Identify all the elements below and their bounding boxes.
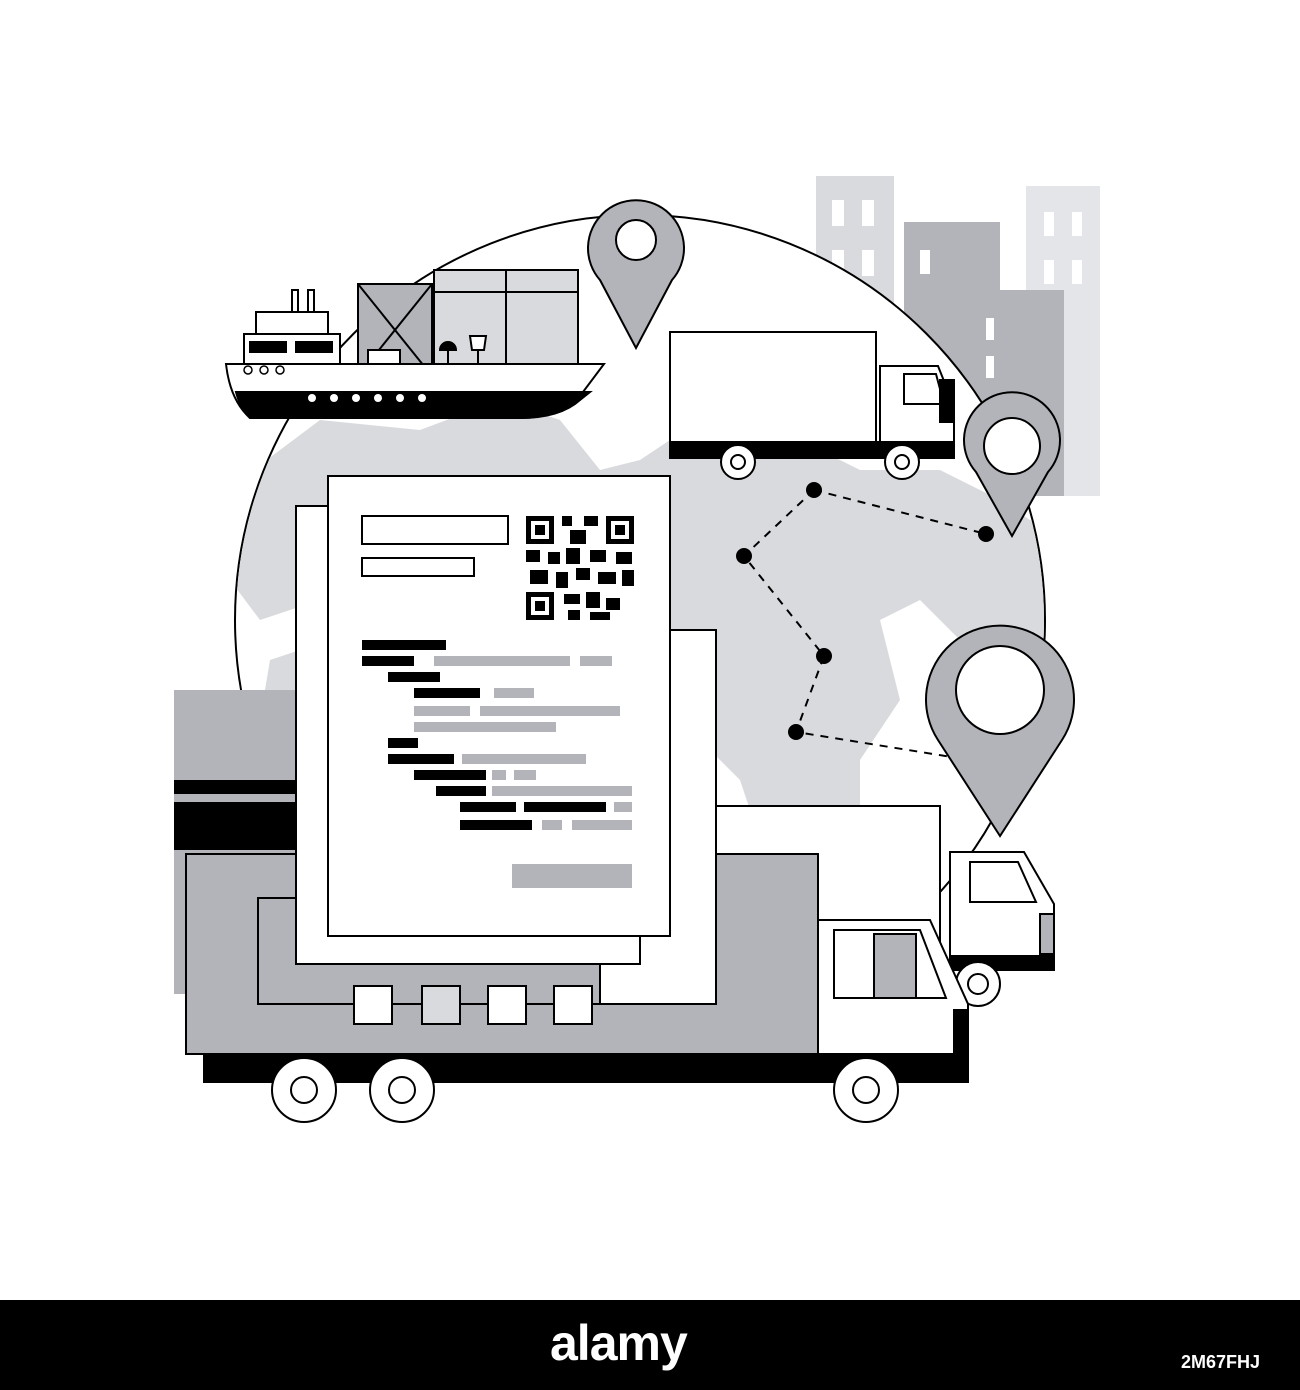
route-path (736, 482, 994, 759)
document-icon (295, 475, 717, 1005)
qr-code-icon (526, 516, 634, 620)
map-pin-icon (963, 391, 1061, 539)
waybill-form (361, 515, 634, 888)
cargo-ship-icon (224, 269, 606, 419)
alamy-logo: alamy (550, 1315, 688, 1371)
truck-icon (669, 331, 955, 480)
image-id-label: 2M67FHJ (1181, 1352, 1261, 1372)
logistics-illustration (174, 176, 1100, 1123)
map-pin-icon (925, 624, 1075, 838)
watermark-bar (0, 1300, 1300, 1390)
map-pin-icon (587, 199, 685, 351)
